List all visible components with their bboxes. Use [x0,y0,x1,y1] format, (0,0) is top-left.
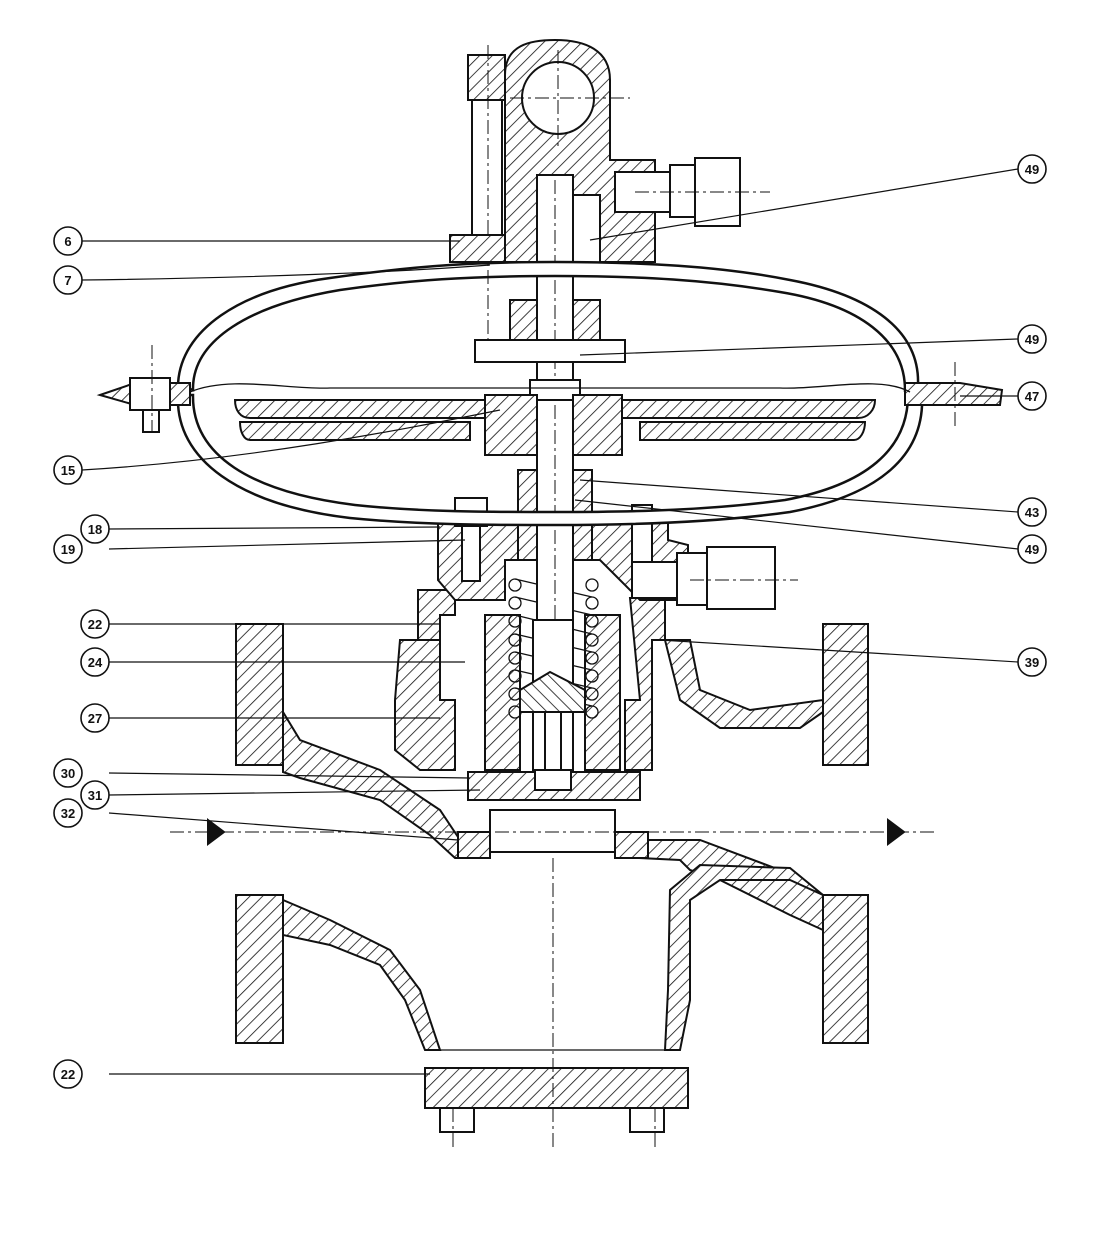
callout-24: 24 [80,647,110,677]
callout-27-label: 27 [88,711,102,726]
callout-49-lower-label: 49 [1025,542,1039,557]
callout-31: 31 [80,780,110,810]
callout-39: 39 [1017,647,1047,677]
callout-19: 19 [53,534,83,564]
callout-30: 30 [53,758,83,788]
callout-32: 32 [53,798,83,828]
inlet-flow-arrow-icon [207,818,226,846]
callout-43: 43 [1017,497,1047,527]
callout-30-label: 30 [61,766,75,781]
callout-47: 47 [1017,381,1047,411]
callout-49-middle-label: 49 [1025,332,1039,347]
callout-31-label: 31 [88,788,102,803]
callout-7-label: 7 [64,273,71,288]
callout-32-label: 32 [61,806,75,821]
callout-49-lower: 49 [1017,534,1047,564]
outlet-flow-arrow-icon [887,818,906,846]
callout-24-label: 24 [88,655,103,670]
callout-22-lower: 22 [53,1059,83,1089]
callout-18-label: 18 [88,522,102,537]
valve-body [235,623,869,1133]
callout-43-label: 43 [1025,505,1039,520]
callout-19-label: 19 [61,542,75,557]
callout-15: 15 [53,455,83,485]
callout-49-middle: 49 [1017,324,1047,354]
valve-stem [517,174,593,621]
diaphragm-casing [96,260,1004,527]
callout-27: 27 [80,703,110,733]
leader-lines [81,168,1019,1075]
callout-49-top: 49 [1017,154,1047,184]
callout-47-label: 47 [1025,389,1039,404]
bonnet [437,497,798,610]
callout-6: 6 [53,226,83,256]
callout-22-upper-label: 22 [88,617,102,632]
callout-18: 18 [80,514,110,544]
lower-pressure-fitting [631,546,798,610]
upper-pressure-fitting [614,157,770,227]
callout-15-label: 15 [61,463,75,478]
callout-6-label: 6 [64,234,71,249]
callout-49-top-label: 49 [1025,162,1039,177]
valve-trim [394,578,666,859]
centre-lines [170,831,935,1150]
callout-22-lower-label: 22 [61,1067,75,1082]
top-housing [449,38,770,340]
callout-7: 7 [53,265,83,295]
callout-39-label: 39 [1025,655,1039,670]
callout-22-upper: 22 [80,609,110,639]
